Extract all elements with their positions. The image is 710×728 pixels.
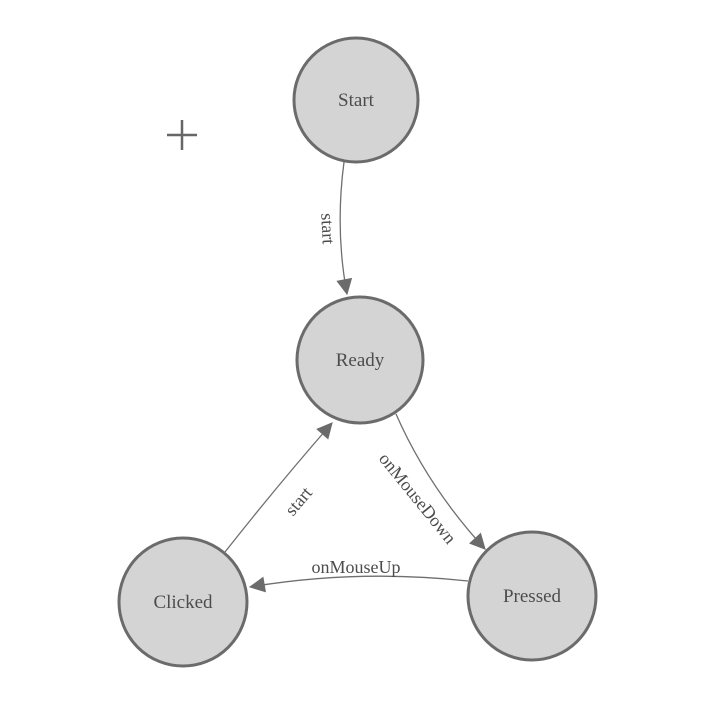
state-node-start[interactable]: Start [292, 36, 420, 164]
plus-icon [167, 120, 197, 150]
state-circle[interactable] [292, 36, 420, 164]
transition-label: onMouseDown [375, 449, 460, 548]
transition-ready-to-pressed[interactable]: onMouseDown [375, 413, 486, 550]
transition-label: onMouseUp [312, 557, 401, 577]
state-node-pressed[interactable]: Pressed [466, 530, 598, 662]
state-label: Start [338, 90, 375, 111]
state-label: Ready [336, 350, 385, 371]
state-circle[interactable] [117, 536, 249, 668]
transition-line[interactable] [248, 575, 469, 593]
transition-line[interactable] [224, 422, 333, 553]
state-label: Clicked [153, 592, 213, 613]
transition-clicked-to-ready[interactable]: start [224, 422, 333, 553]
transition-label: start [281, 483, 316, 520]
transition-line[interactable] [395, 413, 486, 550]
transition-line[interactable] [336, 161, 353, 296]
transition-start-to-ready[interactable]: start [317, 161, 353, 296]
state-circle[interactable] [466, 530, 598, 662]
transition-pressed-to-clicked[interactable]: onMouseUp [248, 557, 469, 593]
state-node-ready[interactable]: Ready [295, 295, 425, 425]
state-circle[interactable] [295, 295, 425, 425]
state-node-clicked[interactable]: Clicked [117, 536, 249, 668]
state-label: Pressed [503, 586, 562, 607]
transition-label: start [317, 213, 339, 245]
